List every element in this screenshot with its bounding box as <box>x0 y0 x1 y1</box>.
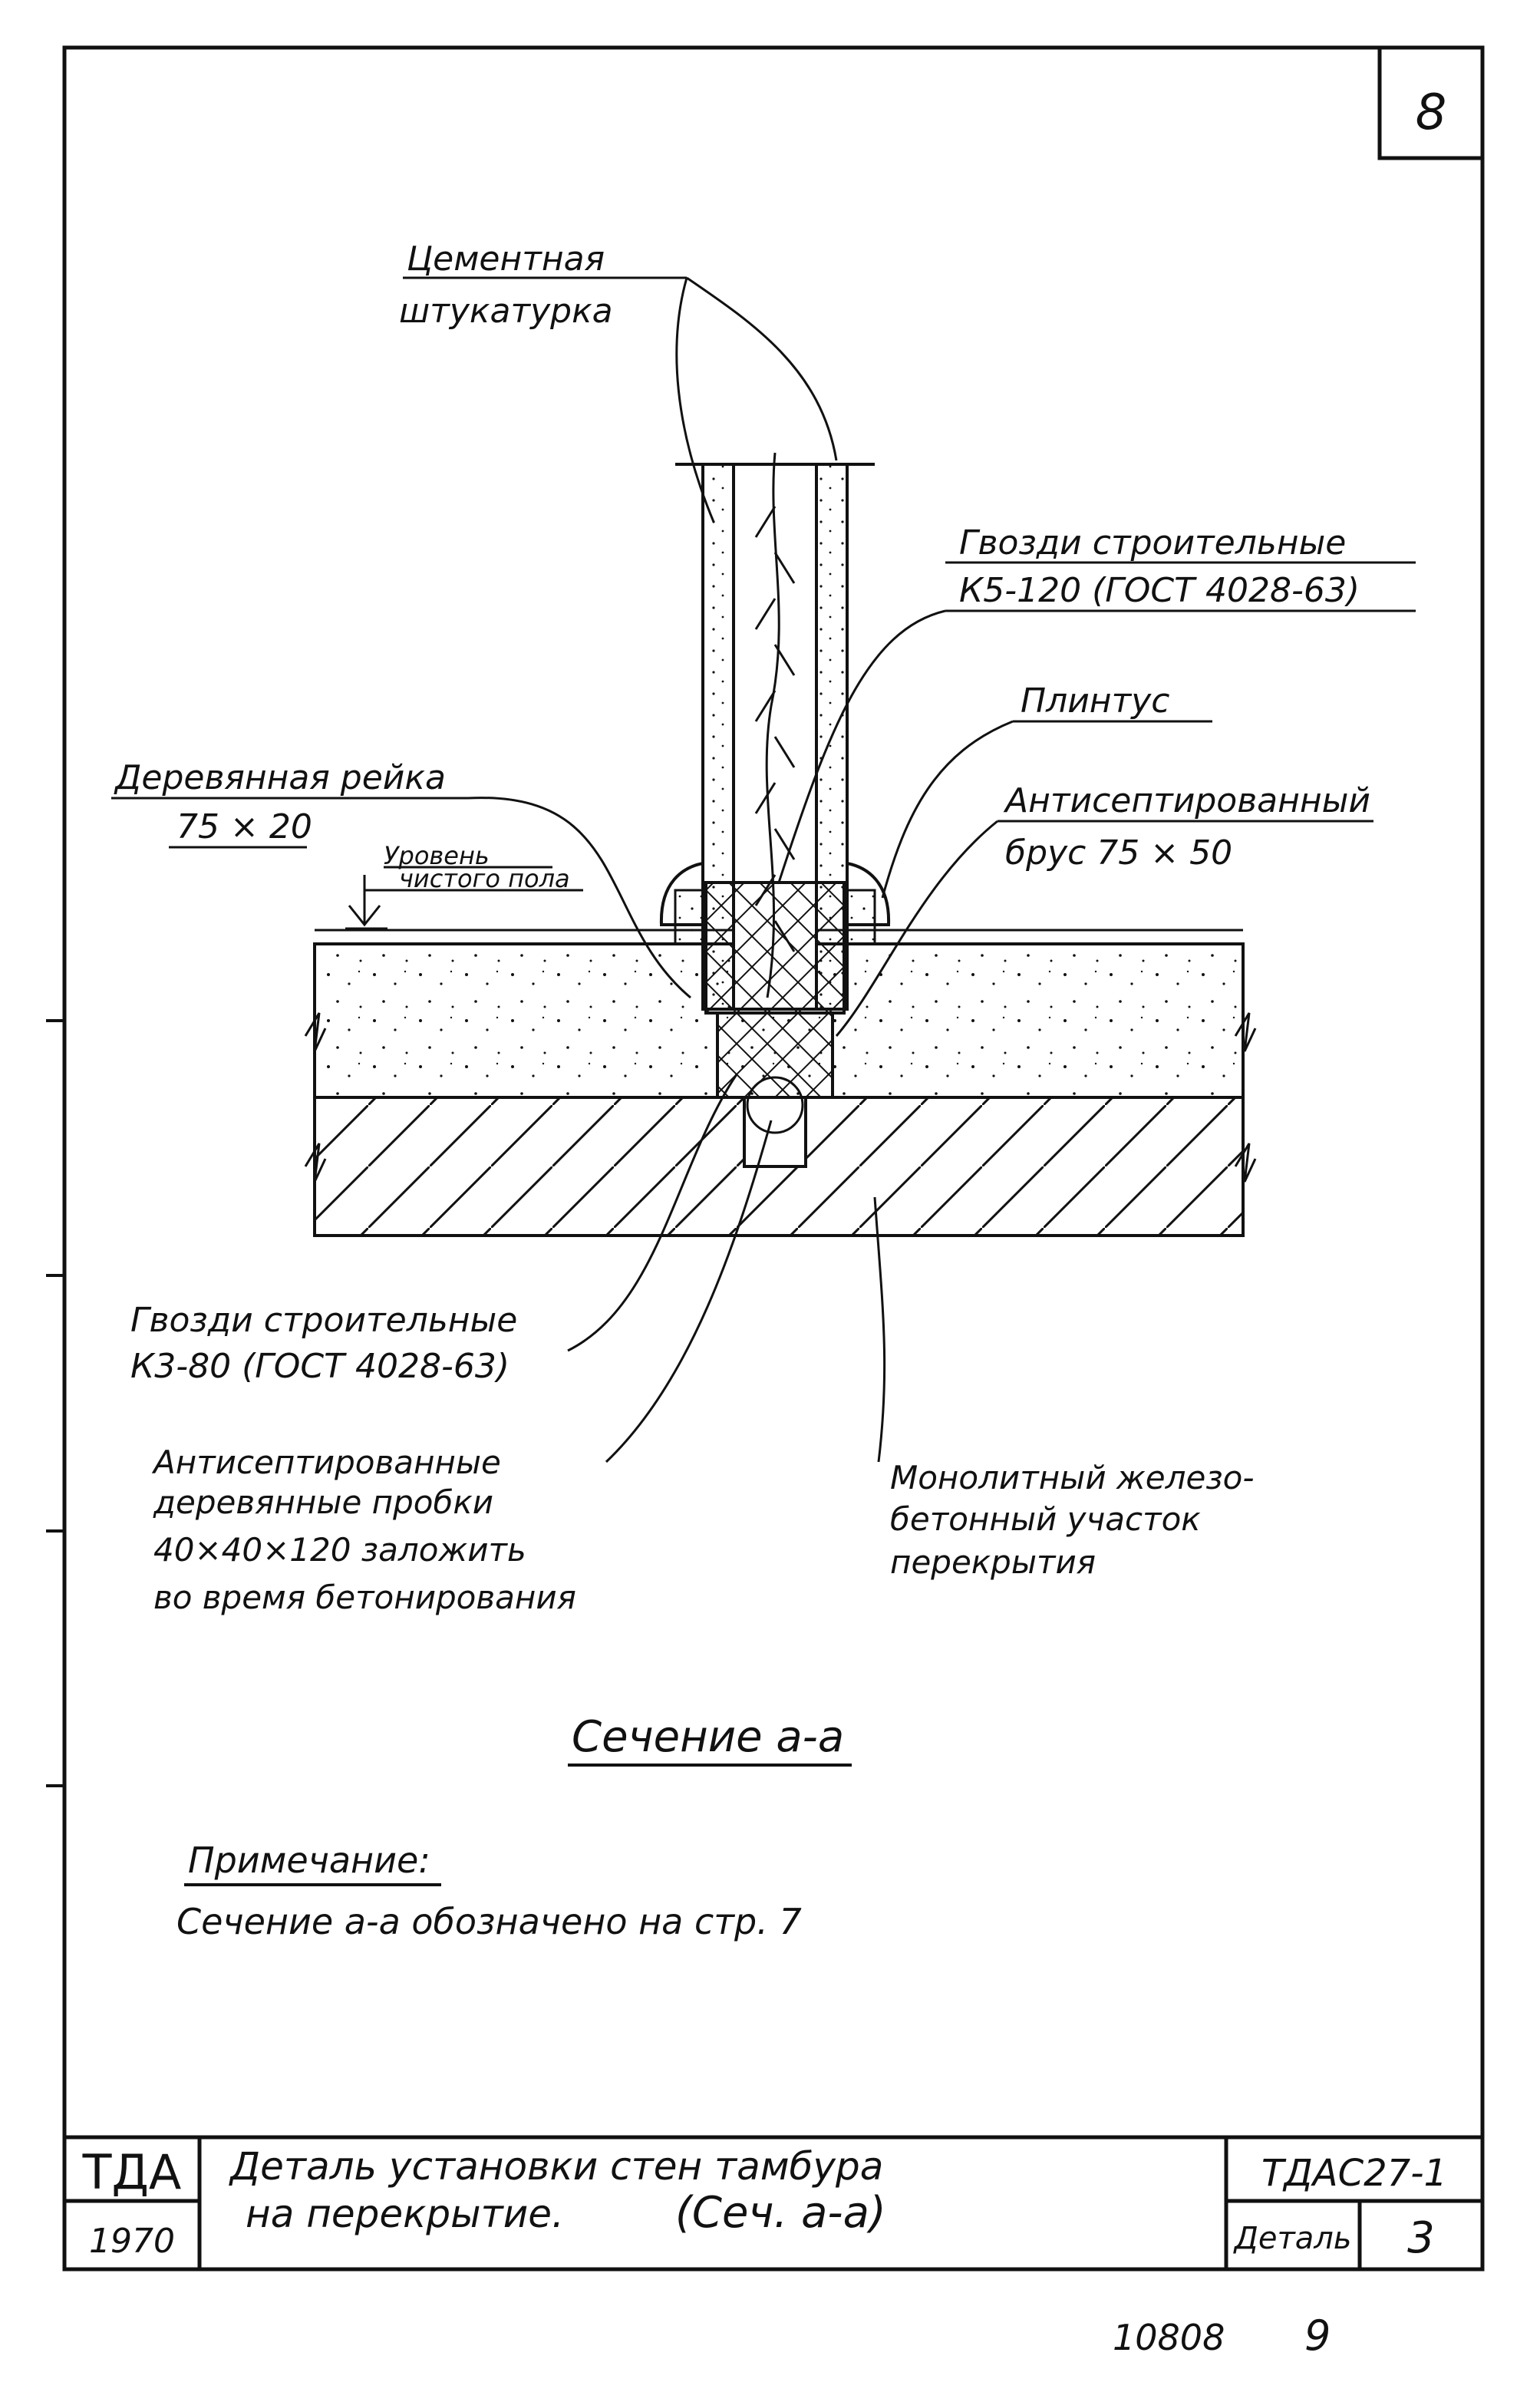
label-plugs-line4: во время бетонирования <box>153 1579 576 1616</box>
title-doc-code: ТДАС27-1 <box>1261 2152 1447 2195</box>
label-monolith-line3: перекрытия <box>890 1543 1096 1581</box>
title-detail-number: 3 <box>1407 2213 1435 2263</box>
batten-right <box>846 889 876 945</box>
label-nails-bottom-line2: К3-80 (ГОСТ 4028-63) <box>130 1347 509 1386</box>
plug-nail-head <box>746 1076 804 1134</box>
label-floor-level-line2: чистого пола <box>399 864 570 893</box>
floor-level-mark <box>345 866 583 930</box>
margin-ticks <box>46 1019 64 1787</box>
sheet-frame <box>62 45 1485 2272</box>
beam-75x50 <box>704 881 846 1015</box>
plinth-left <box>659 861 704 926</box>
break-marks <box>304 1012 1257 1183</box>
label-plugs-line3: 40×40×120 заложить <box>153 1531 526 1569</box>
label-beam-line1: Антисептированный <box>1003 781 1370 820</box>
title-detail-label: Деталь <box>1233 2221 1352 2256</box>
label-nails-bottom-line1: Гвозди строительные <box>130 1301 517 1340</box>
label-monolith-line2: бетонный участок <box>890 1500 1201 1538</box>
label-batten-line1: Деревянная рейка <box>114 758 446 797</box>
label-plugs-line2: деревянные пробки <box>153 1483 493 1521</box>
page-number: 8 <box>1416 84 1447 141</box>
wooden-plug <box>716 1011 834 1099</box>
label-nails-top-line2: К5-120 (ГОСТ 4028-63) <box>959 571 1360 610</box>
label-plaster-line2: штукатурка <box>399 292 613 331</box>
footer-sheet: 9 <box>1304 2311 1331 2360</box>
section-drawing <box>111 276 1416 1463</box>
title-block <box>64 2135 1482 2269</box>
label-nails-top-line1: Гвозди строительные <box>959 523 1346 563</box>
plinth-right <box>846 861 891 926</box>
label-batten-line2: 75 × 20 <box>176 807 312 846</box>
note-heading: Примечание: <box>188 1839 430 1881</box>
callout-labels: Цементная штукатурка Гвозди строительные… <box>114 239 1370 1616</box>
footer-code: 10808 <box>1113 2317 1225 2358</box>
title-year: 1970 <box>89 2222 175 2261</box>
note-text: Сечение а-а обозначено на стр. 7 <box>176 1901 802 1942</box>
title-org: ТДА <box>82 2144 182 2200</box>
label-beam-line2: брус 75 × 50 <box>1005 833 1232 873</box>
title-line1: Деталь установки стен тамбура <box>229 2144 883 2189</box>
title-line2: на перекрытие. <box>246 2192 564 2236</box>
label-monolith-line1: Монолитный железо- <box>890 1459 1255 1496</box>
label-floor-level-line1: Уровень <box>384 841 490 870</box>
section-title: Сечение а-а <box>572 1712 844 1762</box>
title-section: (Сеч. а-а) <box>675 2188 886 2238</box>
label-plinth: Плинтус <box>1021 681 1169 721</box>
leader-lines <box>111 276 1416 1463</box>
label-plaster-line1: Цементная <box>407 239 605 279</box>
label-plugs-line1: Антисептированные <box>151 1444 501 1481</box>
batten-left <box>674 889 704 945</box>
page-number-box <box>1377 45 1485 160</box>
